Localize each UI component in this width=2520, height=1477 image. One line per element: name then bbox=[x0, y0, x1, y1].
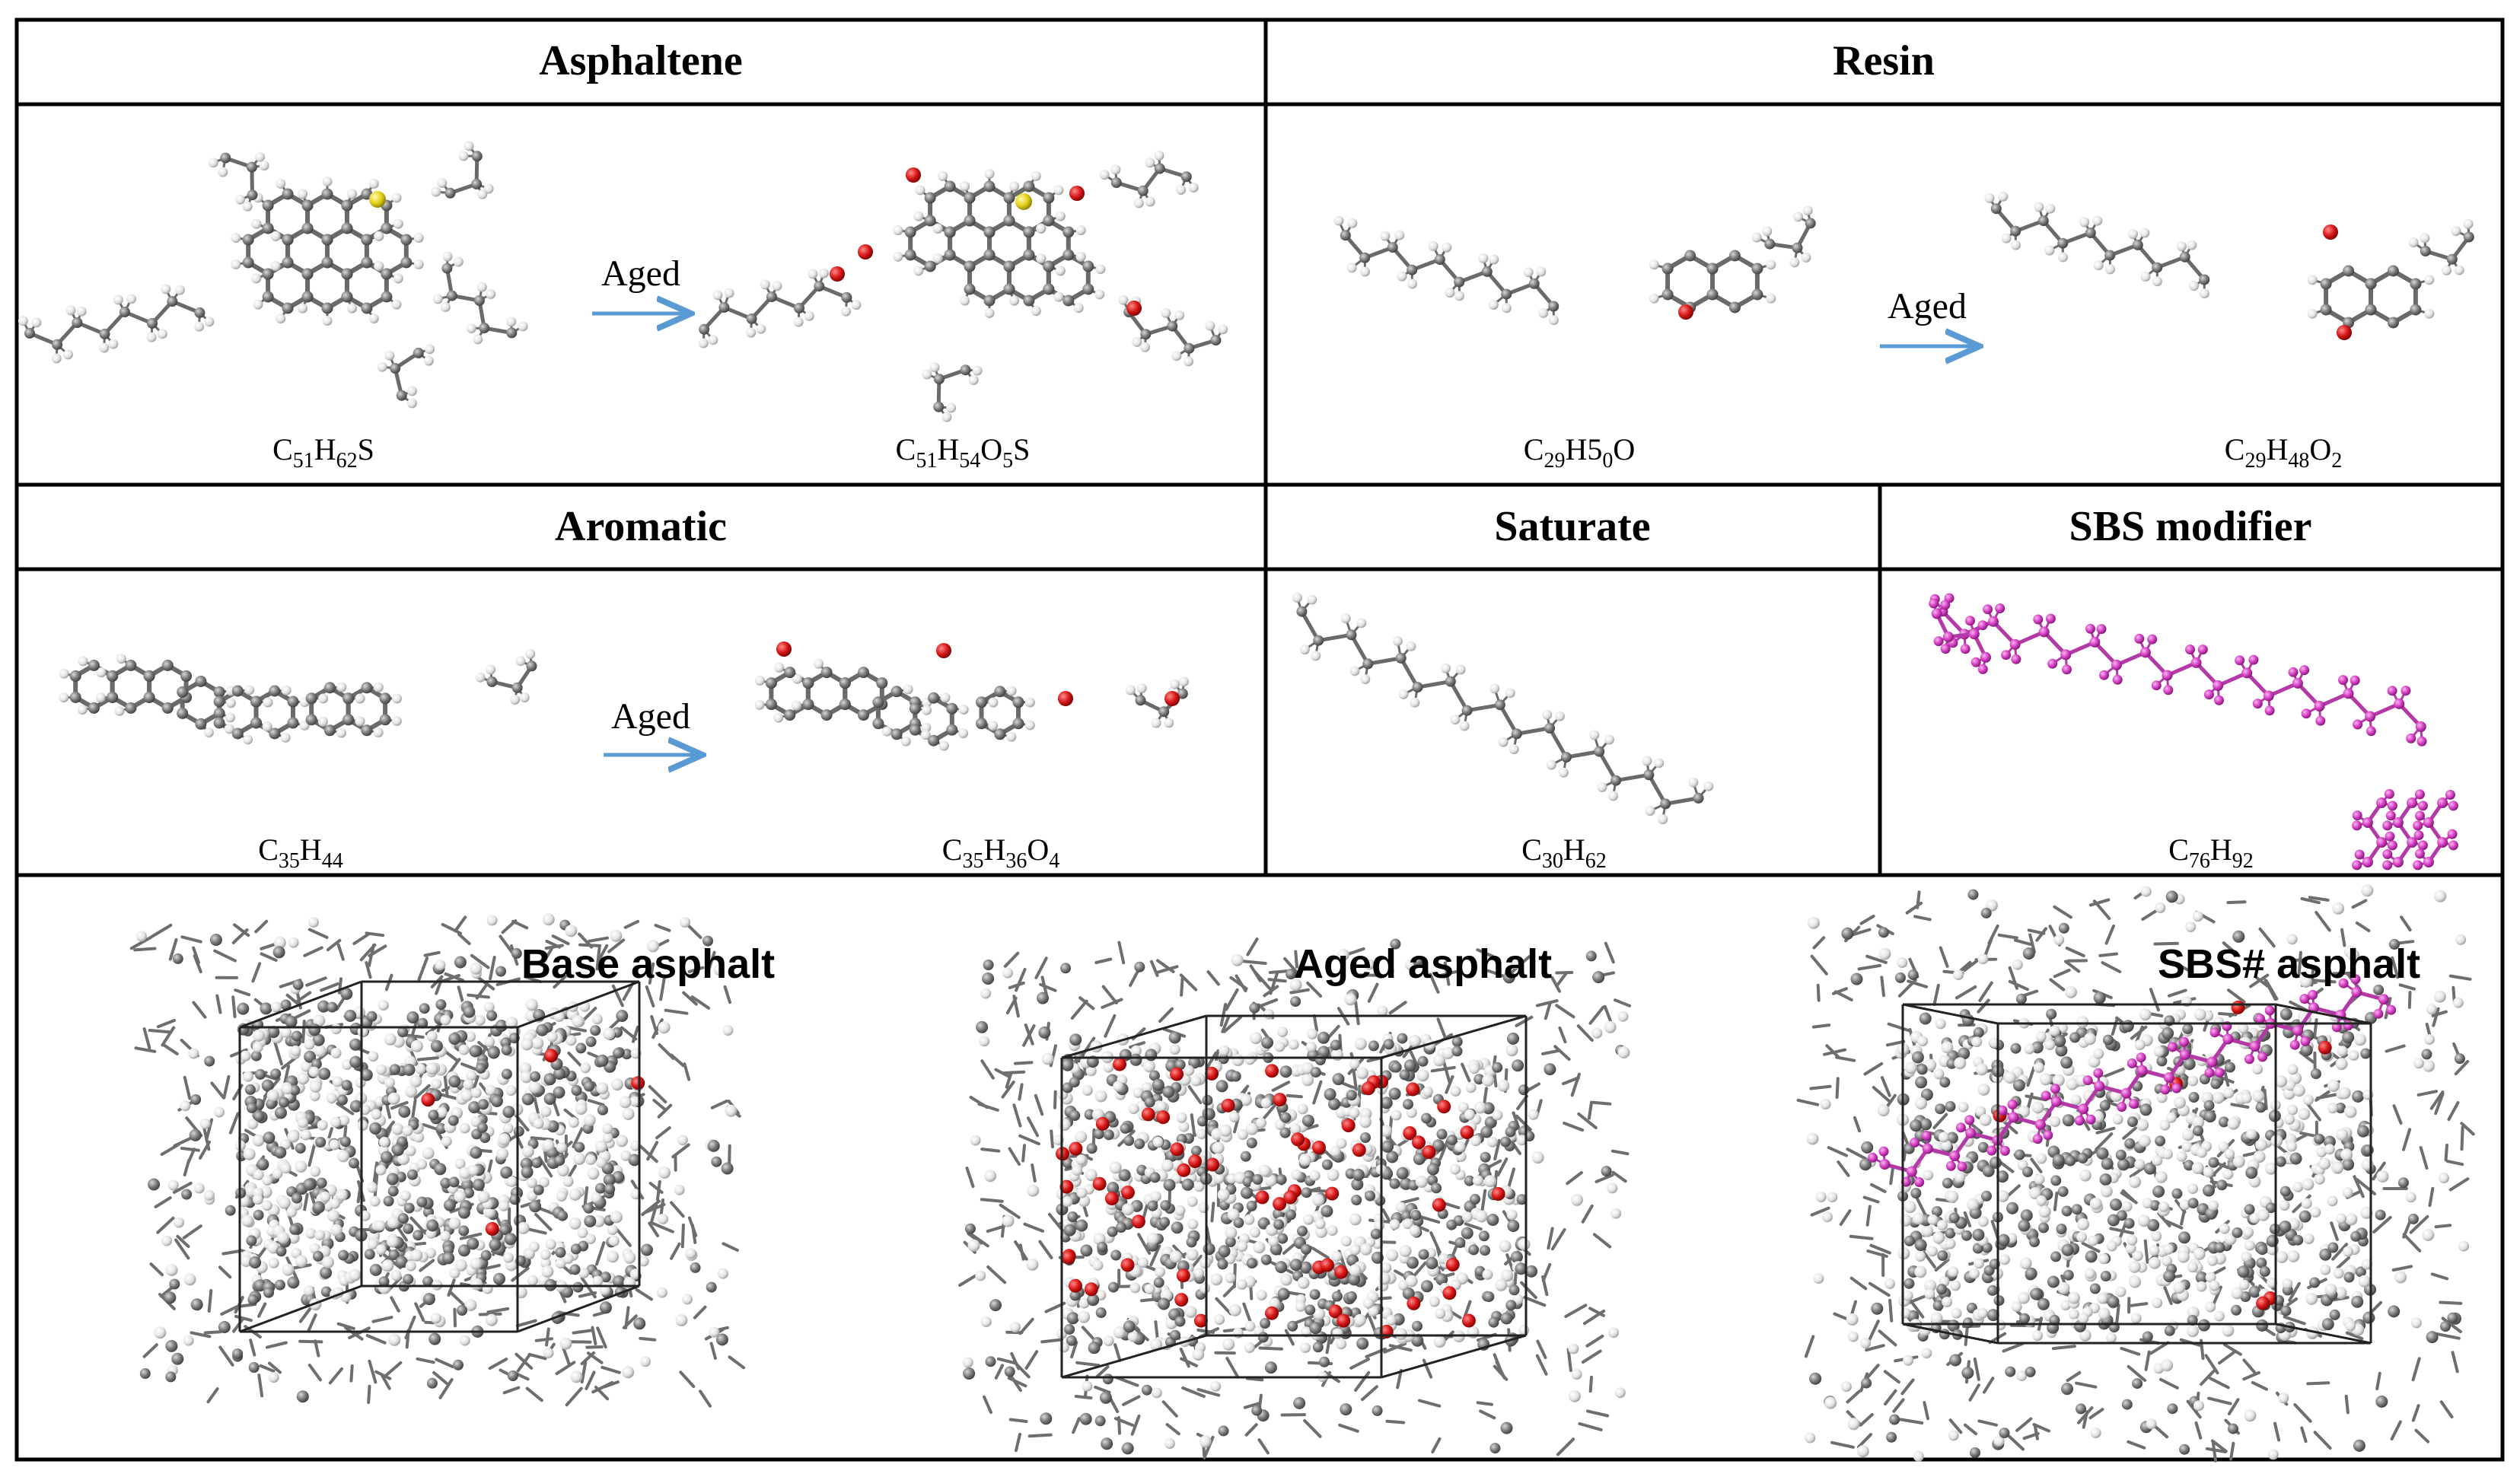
aromatic-formula-before: C35H44 bbox=[258, 832, 343, 873]
resin-formula-after: C29H48O2 bbox=[2225, 432, 2342, 473]
resin-title: Resin bbox=[1833, 37, 1935, 84]
table-border bbox=[14, 18, 2505, 1462]
base-asphalt-label: Base asphalt bbox=[521, 941, 775, 987]
resin-molecule-before bbox=[1333, 205, 1816, 326]
aged-asphalt-label: Aged asphalt bbox=[1294, 941, 1552, 987]
aromatic-molecule-after bbox=[754, 641, 1189, 751]
asphaltene-formula-after: C51H54O5S bbox=[896, 432, 1031, 473]
aromatic-title: Aromatic bbox=[555, 503, 727, 550]
sbs-asphalt-label: SBS# asphalt bbox=[2158, 941, 2420, 987]
resin-arrow-label: Aged bbox=[1888, 286, 1967, 326]
asphaltene-formula-before: C51H62S bbox=[272, 432, 374, 473]
sbs-modifier-title: SBS modifier bbox=[2069, 503, 2312, 550]
asphaltene-title: Asphaltene bbox=[539, 37, 743, 84]
asphaltene-arrow-label: Aged bbox=[601, 253, 680, 294]
resin-aging-arrow: Aged bbox=[1880, 286, 1976, 346]
saturate-molecule bbox=[1292, 592, 1714, 825]
aromatic-arrow-label: Aged bbox=[611, 696, 690, 737]
aromatic-formula-after: C35H36O4 bbox=[942, 832, 1059, 873]
sbs-chain-in-model bbox=[1868, 974, 2397, 1187]
asphaltene-molecule-before bbox=[18, 141, 528, 409]
base-asphalt-model bbox=[129, 913, 746, 1408]
sbs-formula: C76H92 bbox=[2168, 832, 2254, 873]
asphaltene-aging-arrow: Aged bbox=[592, 253, 687, 314]
aged-asphalt-model bbox=[958, 937, 1632, 1459]
resin-formula-before: C29H50O bbox=[1524, 432, 1635, 473]
saturate-title: Saturate bbox=[1494, 503, 1650, 550]
aromatic-molecule-before bbox=[59, 648, 537, 745]
table-grid bbox=[14, 18, 2505, 1462]
sbs-molecule bbox=[1929, 593, 2458, 871]
aromatic-aging-arrow: Aged bbox=[604, 696, 699, 755]
saturate-formula: C30H62 bbox=[1521, 832, 1607, 873]
resin-molecule-after bbox=[1984, 191, 2474, 340]
asphaltene-molecule-after bbox=[698, 150, 1228, 422]
sbs-asphalt-model bbox=[1796, 884, 2475, 1463]
